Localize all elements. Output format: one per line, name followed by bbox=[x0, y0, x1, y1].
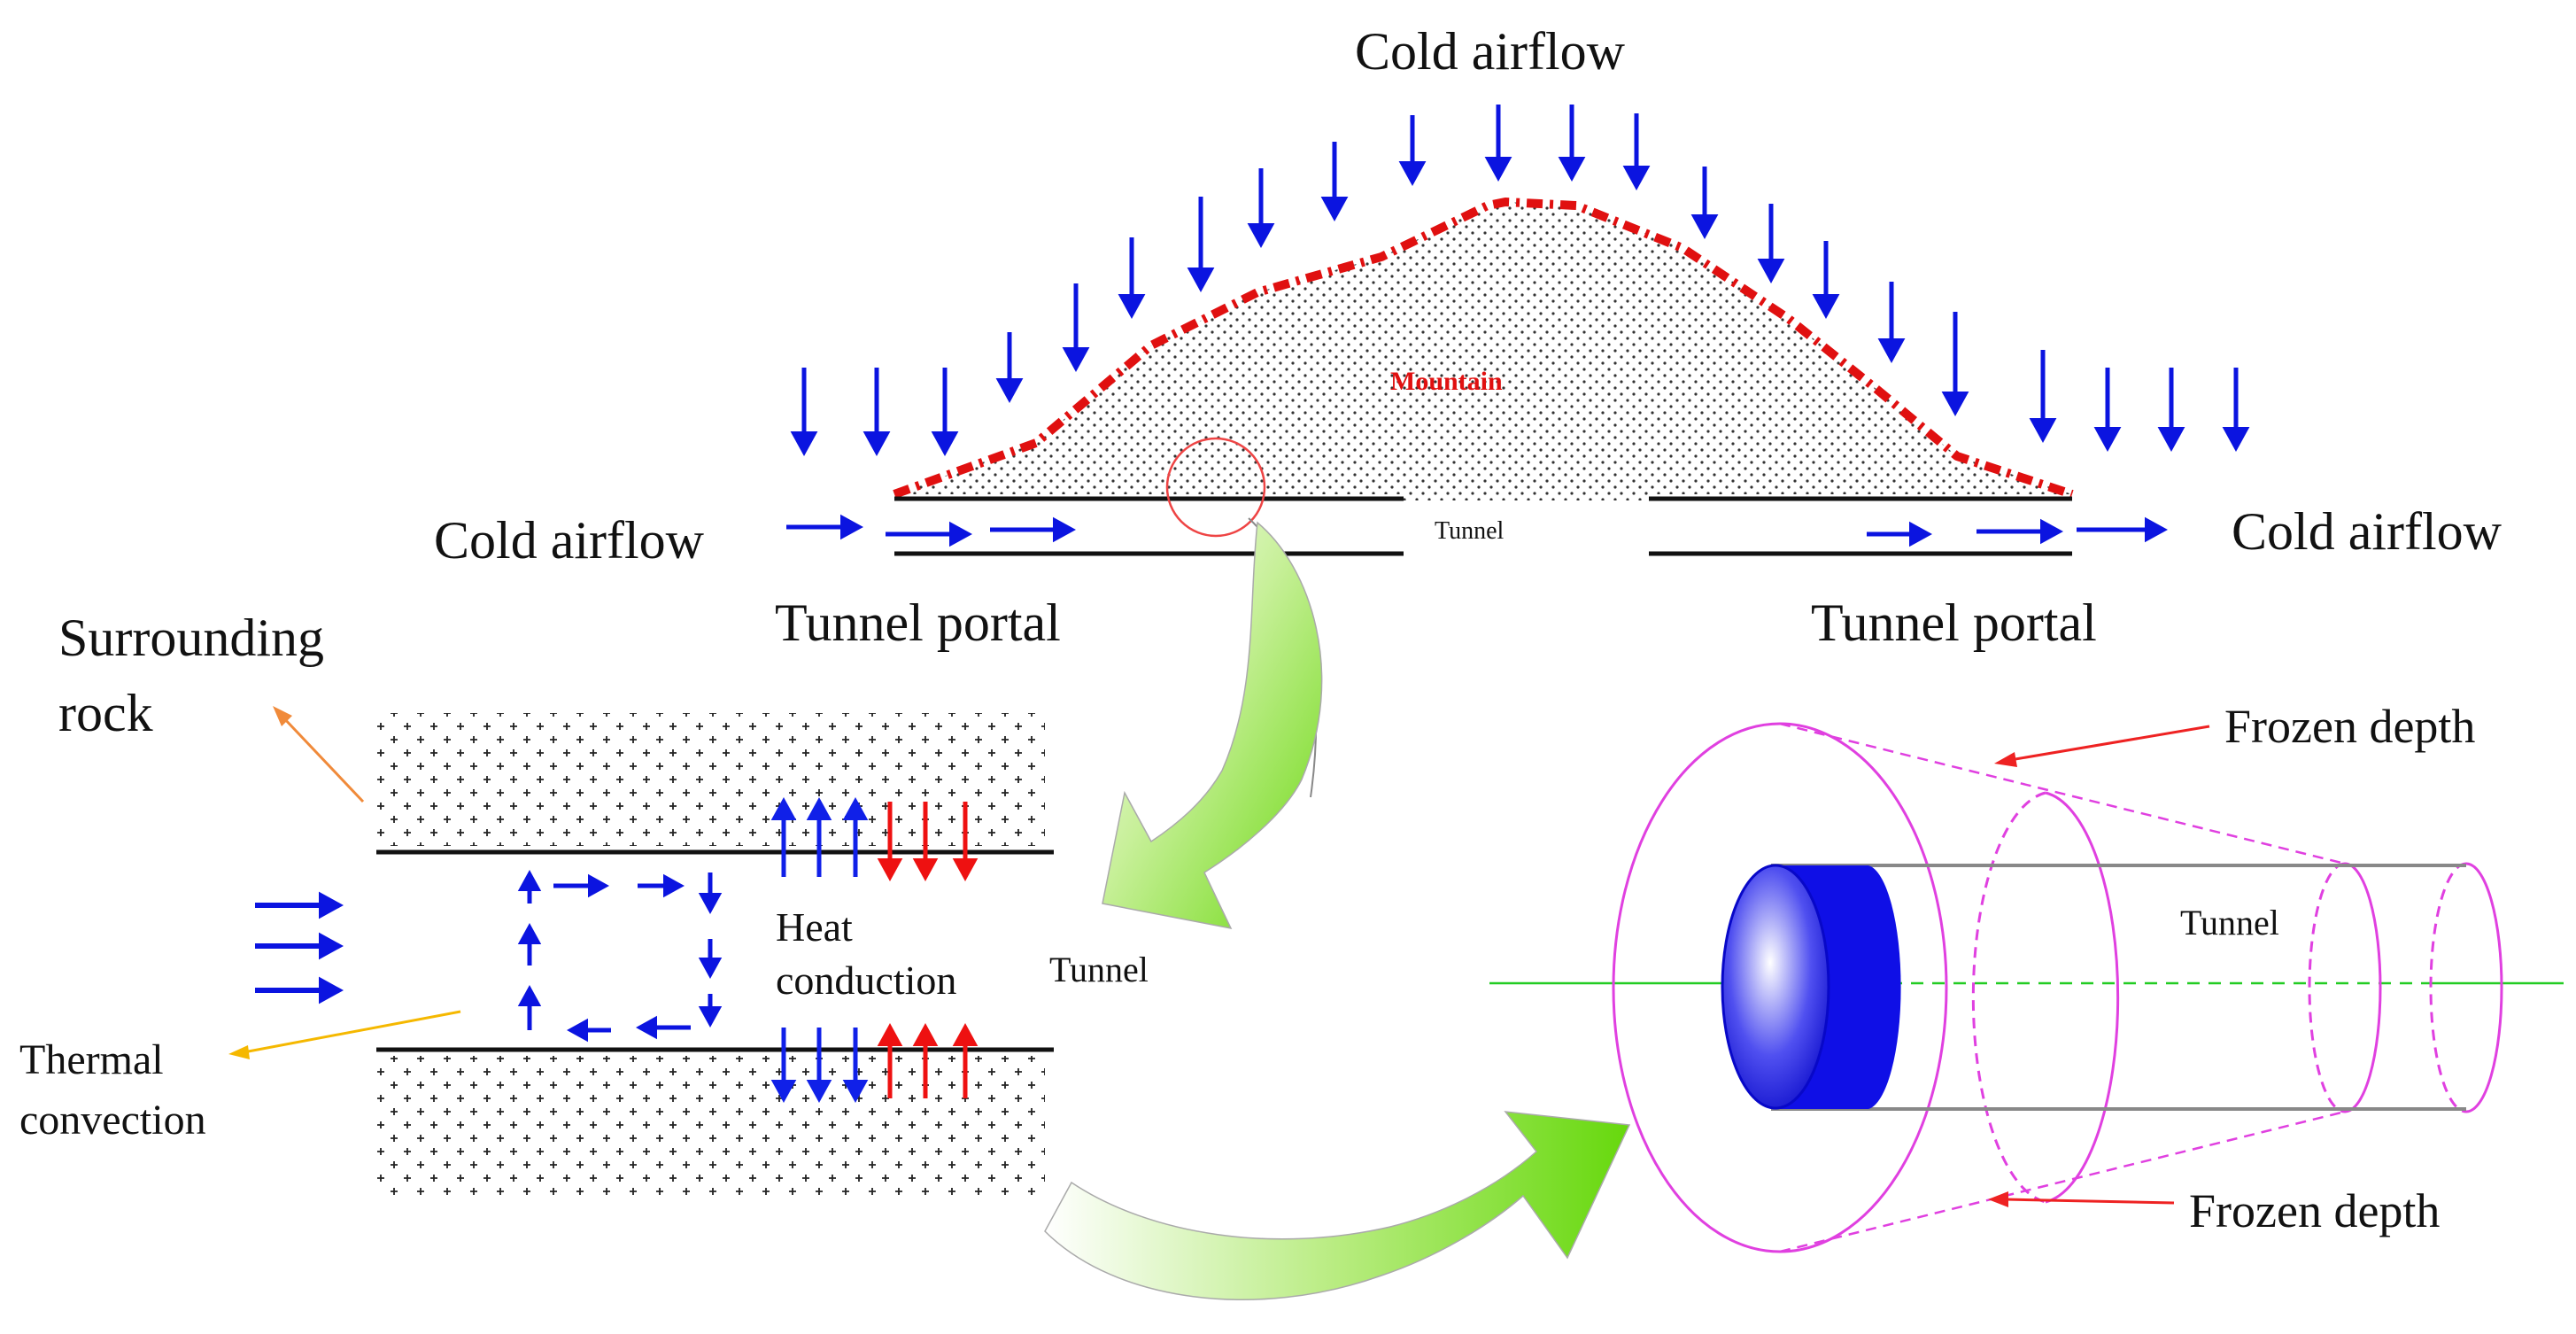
down-arrow bbox=[1622, 113, 1651, 190]
tunnel-label: Tunnel bbox=[1435, 517, 1505, 545]
horizontal-airflow-arrows bbox=[786, 514, 2168, 547]
right-arrow bbox=[2077, 516, 2168, 543]
down-arrow bbox=[1247, 168, 1275, 248]
inlet-arrow bbox=[255, 891, 344, 919]
loop-arrow bbox=[517, 870, 542, 904]
frozen-top-leader bbox=[2009, 725, 2210, 762]
heat-down-arrow bbox=[842, 1028, 869, 1103]
heat-up-arrow bbox=[770, 797, 797, 877]
right-arrow bbox=[1867, 521, 1932, 547]
heat-up-arrow bbox=[952, 1023, 979, 1098]
down-arrow bbox=[2093, 368, 2122, 452]
heat-up-arrow bbox=[842, 797, 869, 877]
cold-airflow-right-label: Cold airflow bbox=[2232, 502, 2503, 561]
heat-down-arrow bbox=[952, 802, 979, 881]
mountain-outline bbox=[893, 198, 2074, 499]
mountain: Mountain bbox=[893, 198, 2074, 500]
frozen-depth-top-label: Frozen depth bbox=[2224, 700, 2475, 753]
heat-up-arrow bbox=[877, 1023, 903, 1098]
heat-conduction-label-1: Heat bbox=[776, 904, 853, 950]
frozen-tunnel-3d bbox=[1489, 722, 2564, 1253]
inlet-arrow bbox=[255, 976, 344, 1004]
loop-arrow bbox=[698, 994, 723, 1028]
loop-arrow bbox=[567, 1018, 611, 1043]
frozen-depth-bottom-label: Frozen depth bbox=[2189, 1184, 2440, 1237]
main-tunnel bbox=[894, 496, 2072, 556]
mountain-body bbox=[894, 202, 2072, 500]
down-arrow bbox=[931, 368, 959, 456]
upper-rock bbox=[376, 713, 1045, 846]
loop-arrow bbox=[553, 873, 609, 898]
down-arrow bbox=[1398, 115, 1427, 186]
down-arrow bbox=[1812, 241, 1840, 319]
heat-down-arrow bbox=[877, 802, 903, 881]
heat-down-arrow bbox=[912, 802, 939, 881]
down-arrow bbox=[1690, 167, 1719, 239]
convection-leader-line bbox=[243, 1010, 461, 1054]
heat-down-arrow bbox=[806, 1028, 832, 1103]
tunnel-3d-label: Tunnel bbox=[2180, 903, 2279, 942]
curved-arrow-right bbox=[1044, 1111, 1631, 1300]
loop-arrow bbox=[698, 939, 723, 979]
mountain-label: Mountain bbox=[1390, 367, 1503, 396]
loop-arrow bbox=[698, 873, 723, 914]
down-arrow bbox=[1558, 105, 1586, 182]
tunnel-detail-label: Tunnel bbox=[1049, 950, 1149, 989]
heat-up-arrow bbox=[806, 797, 832, 877]
thermal-convection-label-1: Thermal bbox=[19, 1036, 164, 1083]
down-arrow bbox=[995, 332, 1024, 403]
loop-arrow bbox=[636, 1015, 691, 1040]
down-arrow bbox=[2222, 368, 2250, 452]
down-arrow bbox=[1484, 105, 1512, 182]
inlet-arrow bbox=[255, 932, 344, 960]
right-arrow bbox=[1976, 518, 2063, 545]
down-arrow bbox=[1757, 204, 1785, 283]
loop-arrow bbox=[517, 923, 542, 966]
frozen-top-leader-head bbox=[1994, 752, 2017, 767]
zoom-circle bbox=[1165, 437, 1266, 538]
down-arrow bbox=[2157, 368, 2185, 452]
right-arrow bbox=[786, 514, 863, 540]
down-arrow bbox=[790, 368, 818, 456]
surrounding-rock-label-2: rock bbox=[58, 684, 153, 742]
down-arrow bbox=[1062, 283, 1090, 372]
curved-arrow-down bbox=[1102, 521, 1323, 930]
down-arrow bbox=[863, 368, 891, 456]
down-arrow bbox=[1320, 142, 1349, 221]
detail-arrows bbox=[255, 797, 979, 1103]
heat-conduction-label-2: conduction bbox=[776, 958, 956, 1003]
lower-rock bbox=[376, 1056, 1045, 1198]
cold-airflow-arrows bbox=[790, 105, 2250, 456]
heat-down-arrow bbox=[770, 1028, 797, 1103]
cold-airflow-left-label: Cold airflow bbox=[434, 511, 705, 570]
tunnel-portal-right-label: Tunnel portal bbox=[1811, 593, 2097, 652]
thermal-convection-label-2: convection bbox=[19, 1097, 206, 1144]
down-arrow bbox=[1187, 197, 1215, 292]
down-arrow bbox=[2029, 350, 2057, 443]
rock-leader-line bbox=[280, 714, 365, 803]
down-arrow bbox=[1877, 282, 1906, 363]
frozen-bottom-leader bbox=[2005, 1198, 2175, 1205]
down-arrow bbox=[1941, 312, 1969, 416]
loop-arrow bbox=[517, 985, 542, 1030]
right-arrow bbox=[886, 521, 972, 547]
cold-airflow-top-label: Cold airflow bbox=[1355, 22, 1626, 81]
loop-arrow bbox=[638, 873, 685, 898]
rock-leader-head bbox=[273, 706, 292, 726]
right-arrow bbox=[990, 516, 1076, 543]
frozen-bottom-leader-head bbox=[1988, 1191, 2008, 1207]
tunnel-3d-opening bbox=[1721, 864, 1830, 1110]
heat-up-arrow bbox=[912, 1023, 939, 1098]
down-arrow bbox=[1118, 237, 1146, 319]
surrounding-rock-label-1: Surrounding bbox=[58, 609, 324, 667]
rock-detail bbox=[376, 713, 1054, 1198]
tunnel-portal-left-label: Tunnel portal bbox=[775, 593, 1061, 652]
convection-leader-head bbox=[228, 1045, 250, 1059]
